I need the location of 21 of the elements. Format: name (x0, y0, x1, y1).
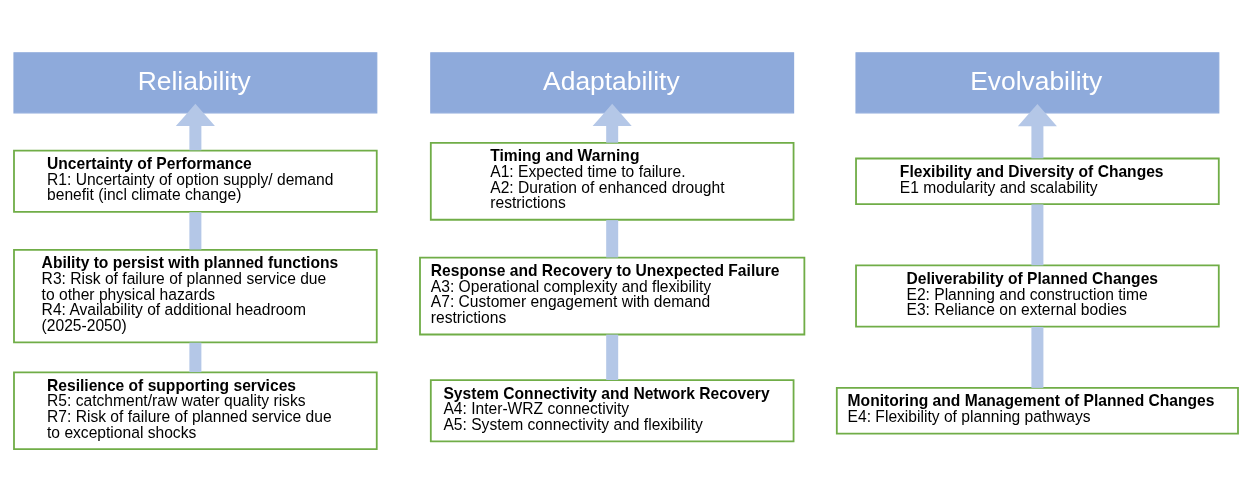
node-box: Flexibility and Diversity of Changes E1 modularity and scalability (855, 157, 1220, 206)
connector (1031, 326, 1044, 388)
arrow (175, 103, 215, 151)
connector (189, 342, 202, 373)
node-box: Reliability (13, 52, 378, 114)
node-box: Ability to persist with planned functions R3: Risk of failure of planned service due to other physical hazards R4: Availability of additional headroom (2025-2050) (13, 248, 378, 344)
node-box: Uncertainty of Performance R1: Uncertainty of option supply/ demand benefit (incl climate change) (13, 149, 378, 213)
arrow (1017, 103, 1057, 159)
node-box: Timing and Warning A1: Expected time to failure. A2: Duration of enhanced drought restrictions (429, 142, 795, 221)
node-box: Evolvability (855, 52, 1220, 114)
node-box: Response and Recovery to Unexpected Failure A3: Operational complexity and flexibility A7: Customer engagement with demand restrictions (419, 256, 806, 336)
node-box: Adaptability (430, 52, 795, 114)
connector (606, 334, 619, 381)
connector (1031, 204, 1044, 266)
node-box: Deliverability of Planned Changes E2: Planning and construction time E3: Reliance on external bodies (855, 264, 1220, 328)
connector (189, 212, 202, 250)
node-box: Resilience of supporting services R5: catchment/raw water quality risks R7: Risk of failure of planned service due to exceptional shocks (13, 371, 378, 451)
node-box: Monitoring and Management of Planned Changes E4: Flexibility of planning pathways (835, 387, 1239, 435)
node-box: System Connectivity and Network Recovery A4: Inter-WRZ connectivity A5: System connectivity and flexibility (429, 379, 795, 443)
arrow (592, 103, 632, 143)
connector (606, 220, 619, 258)
